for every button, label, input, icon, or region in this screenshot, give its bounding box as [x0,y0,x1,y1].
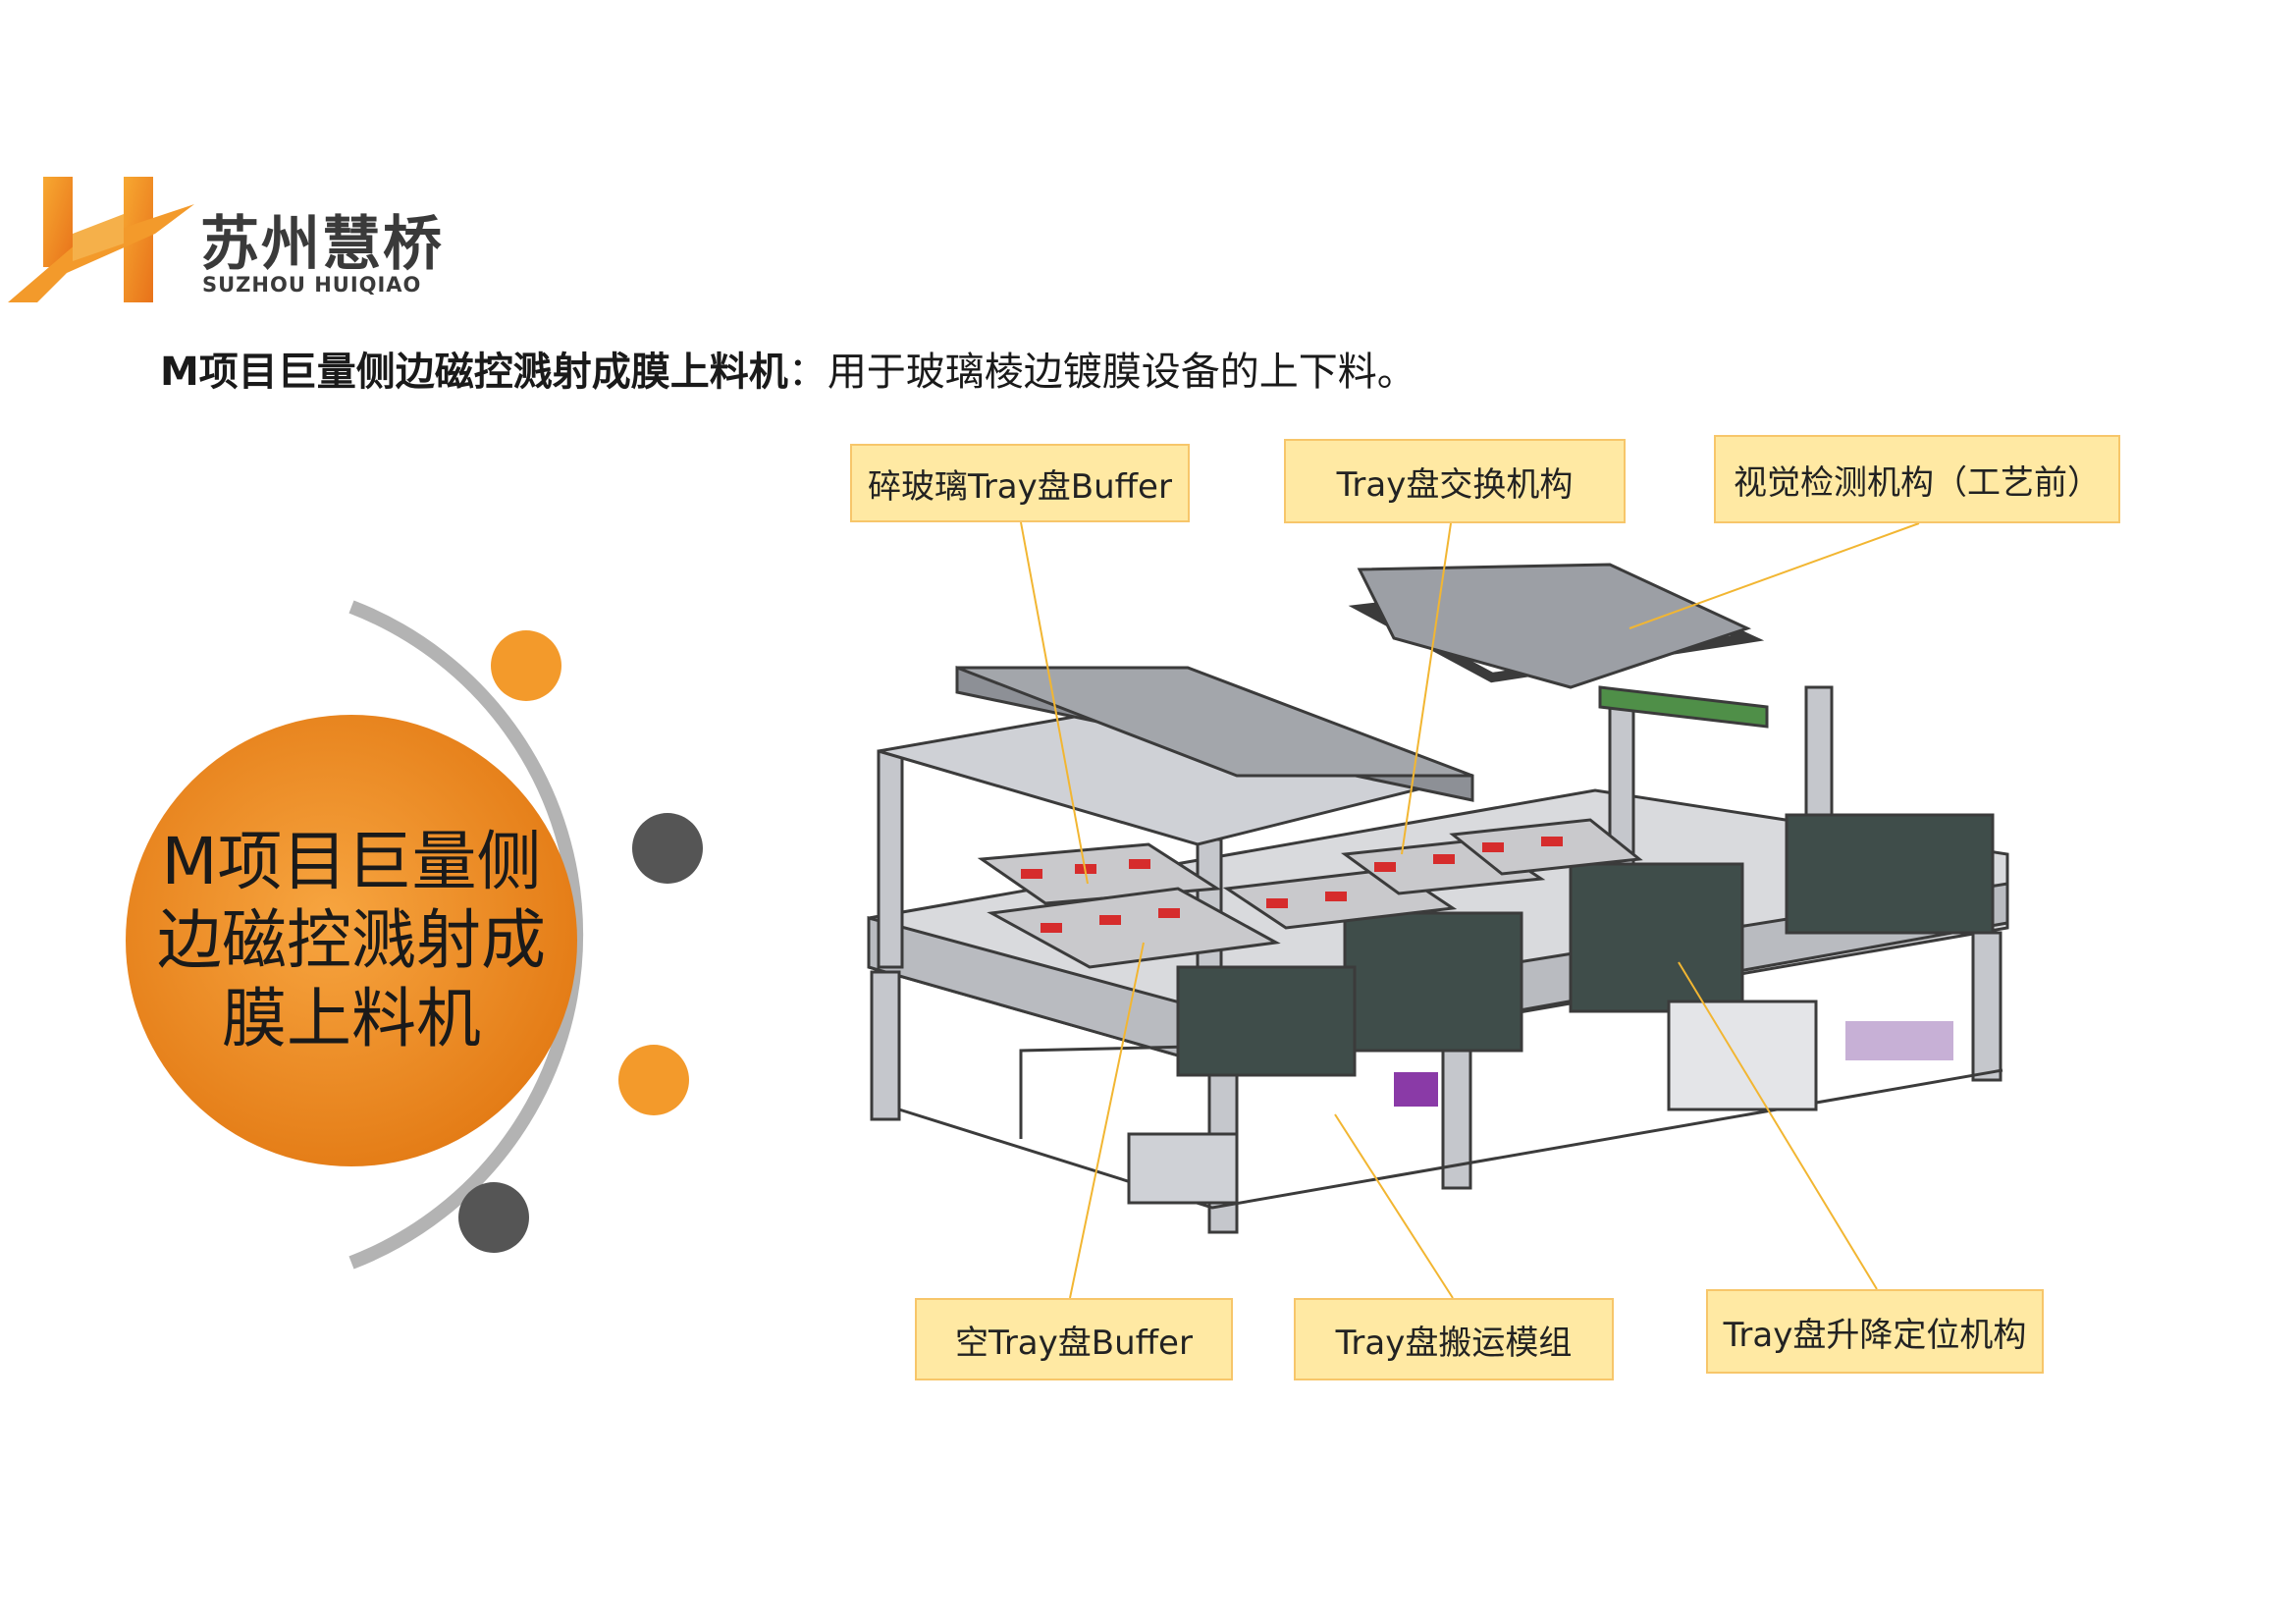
headline-title: M项目巨量侧边磁控溅射成膜上料机 [160,350,788,395]
callout-label: Tray盘升降定位机构 [1723,1315,2027,1355]
callout-label: 空Tray盘Buffer [955,1323,1193,1363]
decor-dot-orange-1 [491,630,561,701]
callout-label: Tray盘交换机构 [1336,464,1574,505]
callout-broken-glass-tray-buffer: 碎玻璃Tray盘Buffer [850,444,1190,522]
callout-empty-tray-buffer: 空Tray盘Buffer [915,1298,1233,1380]
callout-tray-transport-module: Tray盘搬运模组 [1294,1298,1614,1380]
callout-tray-lift-positioning: Tray盘升降定位机构 [1706,1289,2044,1374]
headline-separator: ： [787,350,828,395]
decor-dot-dark-2 [458,1182,529,1253]
callout-label: 碎玻璃Tray盘Buffer [868,466,1172,507]
decor-dot-orange-2 [618,1045,689,1115]
callout-label: Tray盘搬运模组 [1335,1323,1573,1363]
circle-title: M项目巨量侧边磁控溅射成膜上料机 [126,715,577,1166]
company-logo-icon [8,177,194,302]
circle-title-text: M项目巨量侧边磁控溅射成膜上料机 [157,824,546,1056]
decor-dot-dark-1 [632,813,703,884]
callout-tray-exchange-mechanism: Tray盘交换机构 [1284,439,1626,523]
callout-vision-inspection: 视觉检测机构（工艺前） [1714,435,2120,523]
title-circle [126,715,577,1166]
machine-render-icon [867,563,2009,1234]
callout-label: 视觉检测机构（工艺前） [1734,462,2101,503]
headline-description: 用于玻璃棱边镀膜设备的上下料。 [827,350,1416,395]
logo-name-en: SUZHOU HUIQIAO [202,273,422,297]
page-headline: M项目巨量侧边磁控溅射成膜上料机：用于玻璃棱边镀膜设备的上下料。 [160,340,1416,397]
logo-name-cn: 苏州慧桥 [200,210,444,279]
